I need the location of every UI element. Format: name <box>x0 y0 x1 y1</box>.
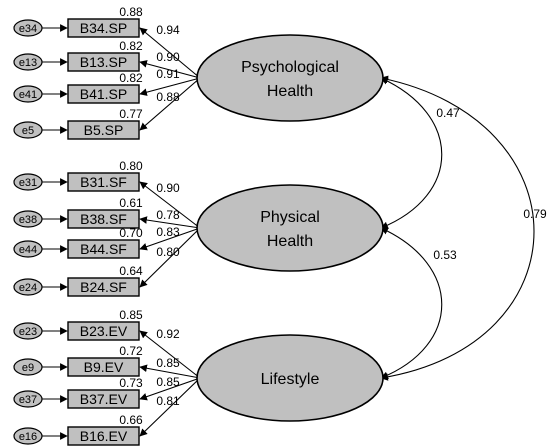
correlation-value: 0.79 <box>523 207 547 221</box>
factor-loading-value: 0.88 <box>156 90 180 104</box>
r-squared-value: 0.61 <box>119 196 143 210</box>
loading-path-arrow <box>139 27 201 79</box>
factor-loading-value: 0.78 <box>156 208 180 222</box>
r-squared-value: 0.64 <box>119 264 143 278</box>
latent-factor-label: Health <box>267 233 313 250</box>
indicator-label: B24.SF <box>80 279 127 295</box>
latent-factor-label: Health <box>267 83 313 100</box>
factor-loading-value: 0.85 <box>156 375 180 389</box>
error-term-node <box>13 240 43 258</box>
error-term-node <box>13 85 43 103</box>
error-term-label: e24 <box>19 282 37 294</box>
r-squared-value: 0.66 <box>119 413 143 427</box>
loading-path-arrow <box>139 216 201 229</box>
r-squared-value: 0.82 <box>119 71 143 85</box>
latent-factor-label: Psychological <box>241 59 339 76</box>
r-squared-value: 0.80 <box>119 159 143 173</box>
error-term-label: e5 <box>22 125 34 137</box>
loading-path-arrow <box>139 377 201 401</box>
loading-path-arrow <box>139 377 201 437</box>
indicator-label: B37.EV <box>80 391 128 407</box>
loading-path-arrow <box>139 364 201 379</box>
indicator-label: B13.SP <box>80 54 127 70</box>
error-term-label: e34 <box>19 23 37 35</box>
error-term-label: e9 <box>22 362 34 374</box>
error-term-label: e41 <box>19 89 37 101</box>
indicator-label: B23.EV <box>80 323 128 339</box>
error-term-node <box>13 53 43 71</box>
indicator-label: B38.SF <box>80 211 127 227</box>
factor-loading-value: 0.94 <box>156 23 180 37</box>
indicator-node <box>67 389 140 409</box>
indicator-node <box>67 120 140 140</box>
indicator-label: B41.SP <box>80 86 127 102</box>
correlation-arc <box>380 77 443 229</box>
indicator-node <box>67 239 140 259</box>
indicator-label: B16.EV <box>80 428 128 444</box>
factor-loading-value: 0.83 <box>156 225 180 239</box>
r-squared-value: 0.70 <box>119 226 143 240</box>
loading-path-arrow <box>139 181 201 229</box>
indicator-node <box>67 52 140 72</box>
factor-loading-value: 0.90 <box>156 181 180 195</box>
correlation-value: 0.47 <box>436 106 460 120</box>
indicator-label: B34.SP <box>80 20 127 36</box>
loading-path-arrow <box>139 77 201 96</box>
error-term-node <box>13 358 43 376</box>
error-term-label: e13 <box>19 57 37 69</box>
loading-path-arrow <box>139 330 201 379</box>
indicator-label: B31.SF <box>80 174 127 190</box>
r-squared-value: 0.77 <box>119 107 143 121</box>
r-squared-value: 0.85 <box>119 308 143 322</box>
indicator-node <box>67 209 140 229</box>
indicator-node <box>67 277 140 297</box>
r-squared-value: 0.88 <box>119 5 143 19</box>
factor-loading-value: 0.90 <box>156 50 180 64</box>
error-term-node <box>13 19 43 37</box>
r-squared-value: 0.72 <box>119 344 143 358</box>
latent-factor-life <box>196 334 384 422</box>
correlation-arc <box>380 75 535 381</box>
error-term-node <box>13 210 43 228</box>
error-term-node <box>13 427 43 445</box>
loading-path-arrow <box>139 227 201 251</box>
loading-path-arrow <box>139 227 201 288</box>
indicator-node <box>67 357 140 377</box>
error-term-node <box>13 322 43 340</box>
error-term-node <box>13 278 43 296</box>
latent-factor-psych <box>196 34 384 122</box>
indicator-node <box>67 172 140 192</box>
error-term-node <box>13 173 43 191</box>
error-term-label: e37 <box>19 394 37 406</box>
error-term-label: e23 <box>19 326 37 338</box>
error-term-node <box>13 390 43 408</box>
indicator-label: B5.SP <box>84 122 124 138</box>
latent-factor-phys <box>196 184 384 272</box>
correlation-value: 0.53 <box>433 248 457 262</box>
indicator-label: B9.EV <box>84 359 124 375</box>
error-term-label: e38 <box>19 214 37 226</box>
factor-loading-value: 0.85 <box>156 356 180 370</box>
correlation-arc <box>380 227 443 379</box>
latent-factor-label: Lifestyle <box>261 371 320 388</box>
factor-loading-value: 0.91 <box>156 67 180 81</box>
r-squared-value: 0.73 <box>119 376 143 390</box>
error-term-label: e44 <box>19 244 37 256</box>
indicator-node <box>67 84 140 104</box>
latent-factor-label: Physical <box>260 209 320 226</box>
loading-path-arrow <box>139 77 201 131</box>
indicator-node <box>67 426 140 446</box>
indicator-node <box>67 321 140 341</box>
error-term-label: e16 <box>19 431 37 443</box>
indicator-label: B44.SF <box>80 241 127 257</box>
factor-loading-value: 0.92 <box>156 327 180 341</box>
error-term-node <box>13 121 43 139</box>
indicator-node <box>67 18 140 38</box>
error-term-label: e31 <box>19 177 37 189</box>
loading-path-arrow <box>139 60 201 79</box>
factor-loading-value: 0.81 <box>156 394 180 408</box>
factor-loading-value: 0.80 <box>156 245 180 259</box>
r-squared-value: 0.82 <box>119 39 143 53</box>
